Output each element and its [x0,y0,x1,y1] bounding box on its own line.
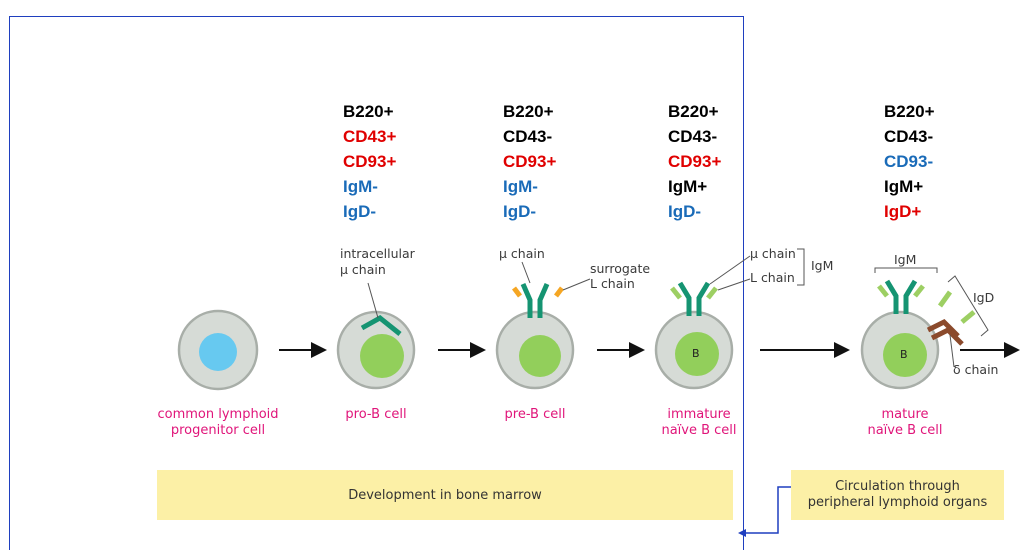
leader-intracellular [367,282,379,319]
connector-arrowhead-icon [738,529,746,537]
mature-igd-icon [926,318,964,346]
marker-3-4: IgD+ [884,202,922,221]
marker-0-4: IgD- [343,202,377,221]
marker-0-1: CD43+ [343,127,397,146]
label-surrogate-l-chain: surrogate L chain [590,261,651,291]
mature-igm-bracket-line [874,267,938,273]
marker-3-2: CD93- [884,152,934,171]
surrogate-l-chain-right-icon [554,286,564,298]
leader-pre-mu [521,261,531,284]
label-imm-mu-chain: μ chain [750,246,796,261]
stage-pre-b: pre-B cell [504,407,566,422]
marker-1-2: CD93+ [503,152,557,171]
leader-imm-l [717,278,751,291]
intracellular-mu-chain-icon [360,315,402,336]
band-circulation: Circulation through peripheral lymphoid … [791,470,1004,520]
b-letter-immature: B [692,347,700,360]
pro-b-nucleus [360,334,404,378]
marker-3-0: B220+ [884,102,935,121]
mature-igm-icon [884,279,918,314]
frame-right-line [743,16,744,550]
marker-column-immature: B220+ CD43- CD93+ IgM+ IgD- [668,99,721,224]
marker-column-mature: B220+ CD43- CD93- IgM+ IgD+ [884,99,935,224]
marker-0-0: B220+ [343,102,394,121]
leader-surrogate [562,278,591,291]
progenitor-nucleus [199,333,237,371]
label-mature-igd: IgD [973,290,995,305]
pre-b-receptor-icon [520,282,550,318]
frame-top-line [9,16,744,17]
immature-l-chain-right-icon [706,286,718,300]
surrogate-l-chain-left-icon [512,286,522,298]
connector-line [744,486,791,534]
immature-igm-icon [677,281,711,316]
label-imm-l-chain: L chain [750,270,795,285]
marker-1-1: CD43- [503,127,553,146]
marker-2-0: B220+ [668,102,719,121]
pre-b-nucleus [519,335,561,377]
mature-igd-l-top-icon [937,290,953,308]
mature-igm-l-right-icon [913,284,925,298]
b-letter-mature: B [900,348,908,361]
leader-delta [949,334,955,368]
marker-2-3: IgM+ [668,177,708,196]
marker-1-0: B220+ [503,102,554,121]
marker-2-4: IgD- [668,202,702,221]
marker-0-3: IgM- [343,177,378,196]
immature-b-nucleus [675,332,719,376]
mature-igd-l-bottom-icon [960,310,976,324]
marker-2-2: CD93+ [668,152,722,171]
marker-1-4: IgD- [503,202,537,221]
cell-pre-b [495,282,575,390]
mature-igm-l-left-icon [877,284,889,298]
band-bone-marrow: Development in bone marrow [157,470,733,520]
marker-column-pre-b: B220+ CD43- CD93+ IgM- IgD- [503,99,556,224]
cell-progenitor [177,309,259,391]
immature-l-chain-left-icon [670,286,682,300]
marker-3-1: CD43- [884,127,934,146]
leader-imm-mu [709,255,751,285]
cell-mature-b [860,279,976,390]
stage-pro-b: pro-B cell [345,407,407,422]
marker-3-3: IgM+ [884,177,924,196]
marker-0-2: CD93+ [343,152,397,171]
mature-b-nucleus [883,333,927,377]
marker-column-pro-b: B220+ CD43+ CD93+ IgM- IgD- [343,99,396,224]
igm-bracket-line [797,248,805,286]
cell-pro-b [336,310,416,390]
cell-immature-b [654,281,734,390]
label-pre-mu-chain: μ chain [499,246,545,261]
label-igm-bracket: IgM [811,258,834,273]
label-delta-chain: δ chain [953,362,999,377]
label-mature-igm: IgM [894,252,917,267]
label-intracellular: intracellular μ chain [340,246,415,277]
marker-1-3: IgM- [503,177,538,196]
marker-2-1: CD43- [668,127,718,146]
frame-left-line [9,16,10,550]
mature-igd-bracket-line [947,275,989,337]
